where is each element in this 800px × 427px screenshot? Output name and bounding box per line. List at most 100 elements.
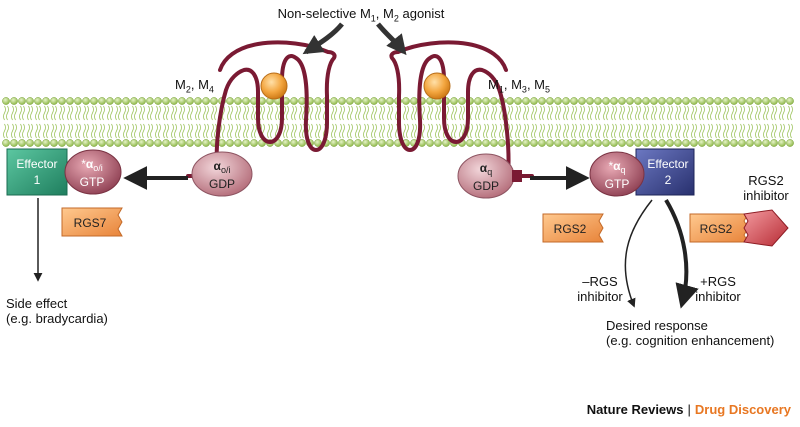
lipid-tail [406,105,409,121]
lipid-head [122,139,130,147]
lipid-tail [355,123,358,139]
lipid-tail [454,123,457,139]
lipid-head [666,97,674,105]
lipid-tail [470,105,473,121]
lipid-tail [310,105,313,121]
lipid-tail [606,105,609,121]
lipid-head [346,97,354,105]
lipid-tail [430,105,433,121]
lipid-tail [206,123,209,139]
lipid-head [722,139,730,147]
lipid-head [338,139,346,147]
lipid-tail [123,123,126,139]
lipid-tail [627,105,630,121]
lipid-tail [267,105,270,121]
lipid-tail [131,105,134,121]
lipid-tail [502,123,505,139]
lipid-tail [51,105,54,121]
lipid-tail [238,105,241,121]
star: * [608,159,613,173]
lipid-tail [635,123,638,139]
lipid-tail [526,123,529,139]
lipid-tail [374,123,377,139]
lipid-tail [771,123,774,139]
lipid-tail [635,105,638,121]
lipid-tail [318,123,321,139]
lipid-tail [214,105,217,121]
lipid-head [82,139,90,147]
lipid-tail [70,123,73,139]
lipid-head [474,139,482,147]
lipid-tail [747,105,750,121]
lipid-tail [675,105,678,121]
rgs2-inhibitor-line2: inhibitor [743,188,789,203]
lipid-head [698,97,706,105]
effector-2-label-line2: 2 [665,173,672,187]
lipid-head [290,97,298,105]
lipid-tail [227,105,230,121]
lipid-tail [590,105,593,121]
lipid-head [226,97,234,105]
lipid-tail [723,123,726,139]
lipid-head [298,97,306,105]
lipid-head [634,139,642,147]
lipid-head [114,97,122,105]
lipid-tail [387,105,390,121]
lipid-tail [99,105,102,121]
lipid-head [562,139,570,147]
lipid-tail [99,123,102,139]
lipid-tail [171,123,174,139]
lipid-tail [518,123,521,139]
lipid-tail [203,105,206,121]
lipid-tail [270,123,273,139]
lipid-tail [3,105,6,121]
lipid-tail [318,105,321,121]
lipid-tail [11,105,14,121]
lipid-tail [491,105,494,121]
lipid-tail [195,123,198,139]
lipid-tail [790,105,793,121]
lipid-head [26,97,34,105]
lipid-tail [531,105,534,121]
lipid-tail [78,123,81,139]
lipid-tail [75,123,78,139]
rgs2-inhibitor-line1: RGS2 [748,173,784,188]
lipid-tail [342,105,345,121]
lipid-head [530,139,538,147]
lipid-tail [158,123,161,139]
lipid-tail [379,105,382,121]
lipid-head [618,97,626,105]
lipid-tail [606,123,609,139]
g-alpha-q-gdp-anchor [512,170,522,182]
lipid-tail [646,123,649,139]
lipid-head [298,139,306,147]
rl-a-sub: 2 [185,84,191,95]
lipid-tail [707,105,710,121]
lipid-tail [667,123,670,139]
minus-rgs-label: –RGS inhibitor [570,274,630,304]
lipid-head [194,139,202,147]
lipid-tail [747,123,750,139]
lipid-head [354,97,362,105]
lipid-tail [694,123,697,139]
lipid-tail [486,123,489,139]
lipid-tail [275,105,278,121]
lipid-head [194,97,202,105]
lipid-tail [787,105,790,121]
lipid-tail [742,123,745,139]
lipid-tail [150,105,153,121]
lipid-tail [134,105,137,121]
lipid-tail [542,105,545,121]
lipid-head [554,139,562,147]
effector-1-box [6,148,68,196]
lipid-head [162,97,170,105]
lipid-head [242,139,250,147]
lipid-tail [643,105,646,121]
lipid-head [42,97,50,105]
footer-separator: | [687,402,691,417]
lipid-tail [291,105,294,121]
lipid-tail [358,123,361,139]
lipid-head [586,139,594,147]
lipid-tail [163,123,166,139]
lipid-tail [691,105,694,121]
